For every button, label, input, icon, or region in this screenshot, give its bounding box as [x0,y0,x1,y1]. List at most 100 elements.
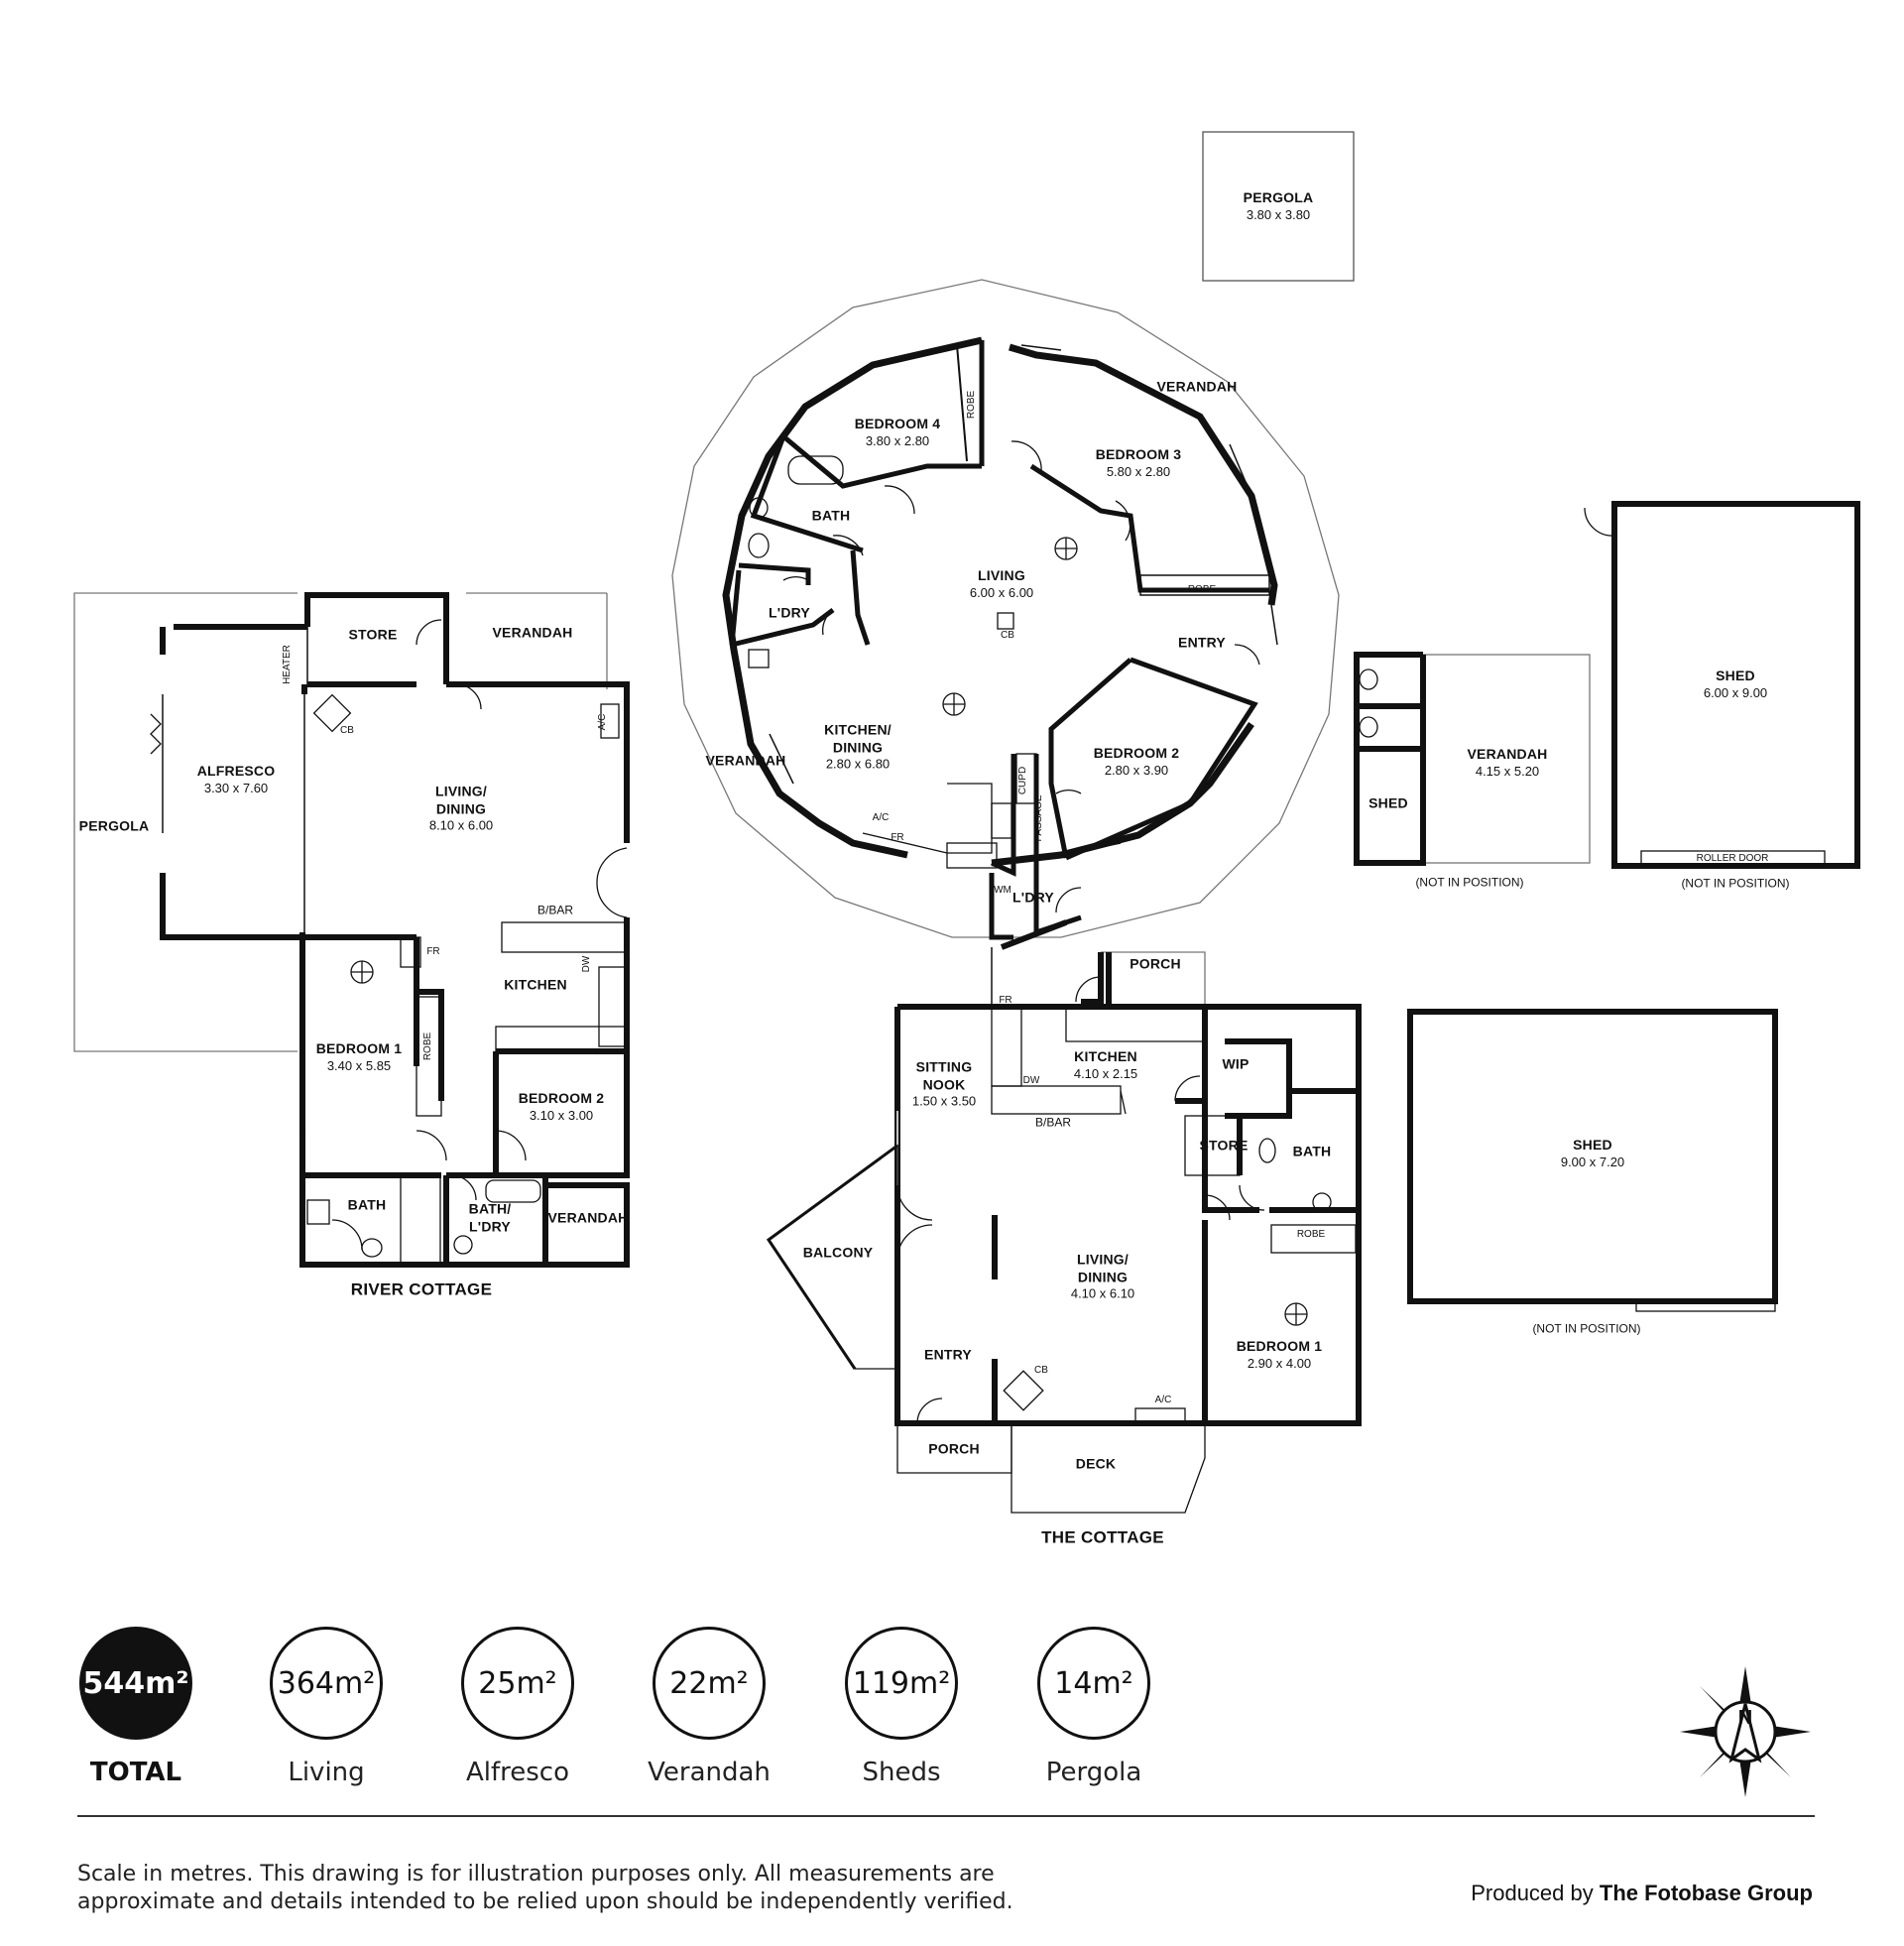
room-name: LIVING [978,566,1025,583]
rc-store-label: STORE [348,626,398,643]
cupd-label: CUPD [1016,766,1028,795]
shed-lower-label: SHED 9.00 x 7.20 [1561,1135,1624,1170]
living-label: LIVING 6.00 x 6.00 [970,565,1033,601]
tc-bedroom1-label: BEDROOM 1 2.90 x 4.00 [1237,1336,1323,1372]
disclaimer: Scale in metres. This drawing is for ill… [77,1861,1168,1916]
room-name: LIVING/ [435,783,487,799]
kitchen-fr-label: FR [891,831,904,843]
rc-bath-ldry-label: BATH/ L'DRY [469,1201,512,1236]
room-name: NOOK [922,1075,966,1092]
stat-sheds-circle: 119m² [845,1627,958,1740]
room-name: VERANDAH [1467,745,1548,762]
verandah-ne-label: VERANDAH [1156,378,1238,395]
tc-porch-top-label: PORCH [1130,955,1181,972]
rc-living-label: LIVING/ DINING 8.10 x 6.00 [429,783,493,833]
shed-small-label: SHED [1368,794,1408,811]
room-dims: 3.80 x 3.80 [1246,206,1311,222]
room-dims: 4.15 x 5.20 [1475,763,1540,779]
rc-bedroom1-label: BEDROOM 1 3.40 x 5.85 [316,1038,403,1074]
room-name: L'DRY [469,1218,511,1234]
tc-living-label: LIVING/ DINING 4.10 x 6.10 [1071,1251,1134,1301]
not-in-position-2: (NOT IN POSITION) [1681,876,1790,891]
compass-north-letter: N [1738,1707,1752,1729]
room-dims: 2.90 x 4.00 [1247,1355,1312,1371]
room-dims: 2.80 x 6.80 [825,756,891,772]
stat-sheds-label: Sheds [862,1758,941,1787]
entry-label: ENTRY [1178,634,1226,651]
room-dims: 6.00 x 9.00 [1703,684,1768,700]
bedroom3-label: BEDROOM 3 5.80 x 2.80 [1096,444,1182,480]
room-name: KITCHEN [1074,1047,1137,1064]
wm-label: WM [994,884,1012,896]
tc-cb-label: CB [1034,1364,1048,1376]
room-dims: 6.00 x 6.00 [969,584,1034,600]
stat-verandah-label: Verandah [648,1758,771,1787]
stat-alfresco-label: Alfresco [465,1758,570,1787]
tc-kitchen-label: KITCHEN 4.10 x 2.15 [1074,1046,1137,1082]
rc-bath-label: BATH [347,1196,387,1213]
produced-by-text: Produced by [1471,1881,1594,1905]
rc-verandah-top-label: VERANDAH [492,624,573,641]
rc-bbar-label: B/BAR [536,903,574,917]
room-dims: 2.80 x 3.90 [1104,762,1169,778]
room-dims: 5.80 x 2.80 [1106,463,1171,479]
disclaimer-line-1: Scale in metres. This drawing is for ill… [77,1862,995,1886]
room-name: PERGOLA [1243,188,1314,205]
room-name: ALFRESCO [196,762,276,779]
shed-large-label: SHED 6.00 x 9.00 [1704,666,1767,701]
roller-door-label: ROLLER DOOR [1696,852,1769,864]
not-in-position-3: (NOT IN POSITION) [1532,1321,1641,1336]
main-house-outer-wall [1009,343,1278,606]
room-name: SHED [1573,1136,1612,1153]
disclaimer-line-2: approximate and details intended to be r… [77,1889,1013,1914]
passage-label: PASSAGE [1032,794,1044,842]
laundry-label: L'DRY [769,604,810,621]
room-name: DINING [832,738,884,755]
verandah-small-label: VERANDAH 4.15 x 5.20 [1468,744,1548,780]
room-dims: 3.40 x 5.85 [326,1057,392,1073]
bedroom4-label: BEDROOM 4 3.80 x 2.80 [855,414,941,449]
room-name: BEDROOM 1 [315,1039,403,1056]
stat-living-circle: 364m² [270,1627,383,1740]
rc-ac-label: A/C [596,713,608,731]
stat-pergola-circle: 14m² [1037,1627,1150,1740]
tc-ac-label: A/C [1154,1394,1172,1405]
room-dims: 3.10 x 3.00 [529,1107,594,1123]
bath-label: BATH [811,507,851,524]
room-name: SITTING [915,1058,973,1075]
not-in-position-1: (NOT IN POSITION) [1415,875,1524,890]
bedroom4-robe-label: ROBE [965,390,977,420]
room-name: BEDROOM 2 [518,1089,605,1106]
tc-fr-label: FR [999,994,1012,1006]
tc-store-label: STORE [1199,1137,1249,1154]
rc-cb-label: CB [340,724,354,736]
tc-robe-label: ROBE [1296,1228,1326,1240]
tc-deck-label: DECK [1075,1455,1117,1472]
pergola-top-label: PERGOLA 3.80 x 3.80 [1244,187,1314,223]
room-name: BEDROOM 1 [1236,1337,1323,1354]
room-dims: 1.50 x 3.50 [911,1093,977,1109]
laundry2-label: L'DRY [1012,889,1054,906]
tc-bath-label: BATH [1292,1143,1332,1159]
room-name: DINING [435,799,487,816]
room-name: BEDROOM 3 [1095,445,1182,462]
rc-robe-label: ROBE [421,1032,433,1061]
rc-heater-label: HEATER [281,645,293,684]
company-name: The Fotobase Group [1599,1881,1813,1905]
stat-pergola-label: Pergola [1045,1758,1142,1787]
the-cottage-title: THE COTTAGE [1041,1527,1164,1547]
room-dims: 3.30 x 7.60 [203,780,269,795]
room-dims: 3.80 x 2.80 [865,432,930,448]
tc-sitting-label: SITTING NOOK 1.50 x 3.50 [912,1058,976,1109]
room-dims: 4.10 x 2.15 [1073,1065,1138,1081]
tc-dw-label: DW [1022,1074,1040,1086]
room-name: BEDROOM 4 [854,415,941,431]
room-name: SHED [1716,667,1755,683]
rc-pergola-outline [73,592,298,1052]
room-name: BATH/ [468,1200,512,1217]
rc-pergola-label: PERGOLA [78,817,150,834]
room-name: KITCHEN/ [824,721,892,738]
bedroom3-robe-label: ROBE [1187,583,1217,595]
living-cb-label: CB [1001,629,1014,641]
